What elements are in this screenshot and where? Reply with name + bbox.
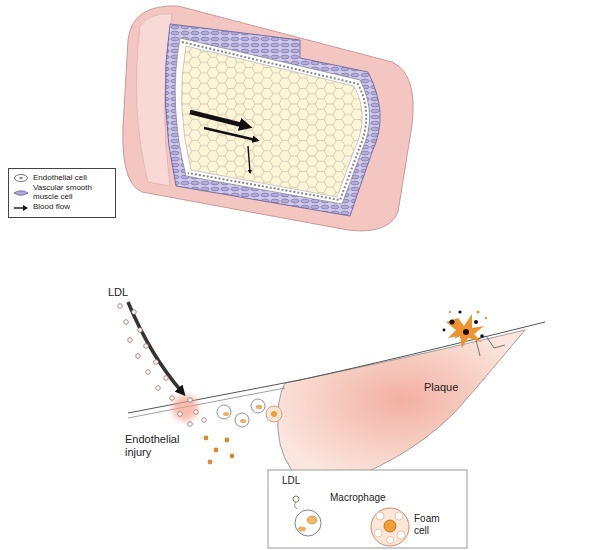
flow-sample bbox=[14, 207, 24, 208]
ldl-particle bbox=[194, 410, 199, 415]
lipid-droplet bbox=[387, 537, 394, 544]
oxidized-particle bbox=[214, 448, 219, 453]
ldl-particle bbox=[154, 360, 159, 365]
ldl-particle bbox=[138, 328, 143, 333]
debris bbox=[443, 329, 446, 332]
lipid-droplet bbox=[376, 512, 384, 520]
ldl-particle bbox=[128, 338, 133, 343]
ldl-particle bbox=[164, 376, 169, 381]
debris bbox=[485, 317, 487, 319]
macrophage-cell bbox=[251, 399, 265, 413]
flow-arrow bbox=[204, 128, 256, 140]
inset-macrophage-content bbox=[298, 527, 306, 532]
rupture bbox=[446, 314, 484, 348]
vessel-wall bbox=[128, 388, 285, 418]
smooth-muscle-layer bbox=[165, 24, 380, 216]
foam-nucleus bbox=[271, 411, 277, 417]
endothelial-cells bbox=[182, 42, 366, 200]
ldl-particle bbox=[124, 320, 129, 325]
legend-text: Blood flow bbox=[33, 203, 70, 212]
part-label: Plaque bbox=[424, 381, 458, 394]
endothelial-sample bbox=[15, 175, 28, 182]
macrophage-content bbox=[256, 405, 262, 409]
debris bbox=[450, 320, 455, 325]
ldl-particle bbox=[202, 418, 207, 423]
foam-cell-small bbox=[266, 406, 282, 422]
part-label: Endothelial injury bbox=[125, 433, 195, 458]
ldl-particle bbox=[146, 370, 151, 375]
debris-orange bbox=[449, 311, 487, 320]
lipid-droplet bbox=[397, 531, 405, 539]
legend-text: Vascular smooth muscle cell bbox=[33, 184, 111, 202]
flow-sample-head bbox=[23, 205, 28, 211]
macrophage-content bbox=[240, 419, 246, 423]
inset-macrophage bbox=[295, 510, 321, 536]
ldl-particle bbox=[144, 344, 149, 349]
ldl-particle bbox=[188, 422, 193, 427]
ldl-particle bbox=[136, 354, 141, 359]
legend-box: Endothelial cellVascular smooth muscle c… bbox=[8, 168, 116, 218]
rupture-debris bbox=[443, 310, 484, 337]
flow-arrow bbox=[190, 112, 246, 126]
artery-tube bbox=[123, 6, 413, 231]
smooth-muscle-sample bbox=[14, 191, 28, 196]
oxidized-particle bbox=[204, 436, 209, 441]
endothelial-layer bbox=[175, 38, 369, 204]
oxidized-particle bbox=[208, 460, 213, 465]
oxidized-ldl bbox=[204, 436, 235, 465]
macrophage-cell bbox=[217, 405, 231, 419]
ldl-particle bbox=[170, 396, 175, 401]
inset-foam-cell bbox=[371, 508, 409, 546]
debris bbox=[480, 334, 484, 338]
ldl-particle bbox=[156, 386, 161, 391]
debris bbox=[449, 311, 451, 313]
debris bbox=[474, 320, 478, 324]
legend-sample bbox=[13, 188, 29, 198]
cell-label: Macrophage bbox=[330, 492, 386, 504]
lipid-droplet bbox=[374, 529, 382, 537]
ldl-particle bbox=[178, 412, 183, 417]
foam-cell-body bbox=[371, 508, 409, 546]
macrophage-cell bbox=[235, 413, 249, 427]
inset-ldl bbox=[293, 496, 299, 502]
debris bbox=[463, 329, 469, 335]
debris bbox=[458, 310, 461, 313]
plaque bbox=[278, 330, 525, 485]
ldl-particles bbox=[118, 304, 207, 427]
cell-label: LDL bbox=[282, 475, 300, 487]
foam-nucleus bbox=[384, 520, 396, 532]
inset-macrophage-nucleus bbox=[307, 516, 317, 524]
ldl-particle bbox=[132, 310, 137, 315]
endothelial-nucleus bbox=[19, 177, 23, 179]
lumen bbox=[182, 46, 363, 197]
macrophages bbox=[217, 399, 282, 427]
lipid-droplet bbox=[395, 512, 403, 520]
legend-text: Endothelial cell bbox=[33, 174, 87, 183]
legend-sample bbox=[13, 173, 29, 183]
legend-row: Endothelial cell bbox=[13, 173, 111, 183]
ldl-particle bbox=[188, 398, 193, 403]
part-label: LDL bbox=[108, 286, 128, 299]
endothelium-pattern bbox=[182, 46, 363, 197]
macrophage-content bbox=[223, 412, 229, 416]
oxidized-particle bbox=[225, 438, 230, 443]
vessel-wall bbox=[128, 322, 545, 413]
injury-spot bbox=[172, 395, 198, 421]
legend-row: Blood flow bbox=[13, 203, 111, 213]
cell-label: Foam cell bbox=[414, 513, 454, 536]
inset-ldl-tail bbox=[295, 502, 297, 509]
debris bbox=[477, 311, 480, 314]
legend-sample bbox=[13, 203, 29, 213]
oxidized-particle bbox=[230, 454, 235, 459]
inset-panel: LDL MacrophageFoam cell bbox=[268, 470, 467, 548]
ldl-particle bbox=[118, 304, 123, 309]
legend-row: Vascular smooth muscle cell bbox=[13, 184, 111, 202]
flow-arrow bbox=[248, 146, 250, 172]
inset-box bbox=[268, 470, 467, 548]
ldl-arrow bbox=[128, 302, 182, 392]
